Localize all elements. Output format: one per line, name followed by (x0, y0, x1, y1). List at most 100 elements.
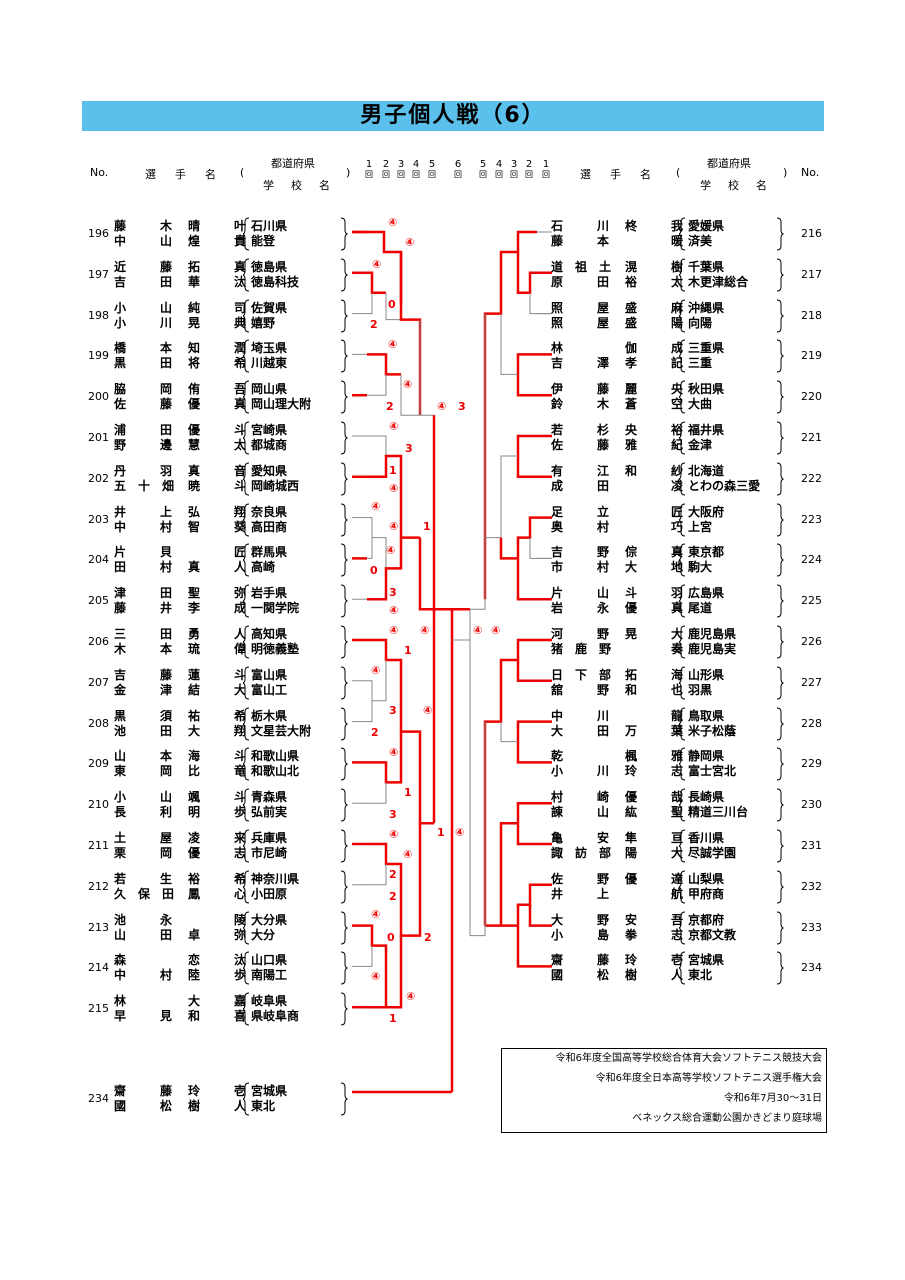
entry-number: 217 (801, 267, 822, 281)
entry-number: 202 (88, 471, 109, 485)
prefecture-school: 富山工 (251, 682, 288, 697)
parenthesis-bracket (679, 666, 785, 700)
prefecture-school: 精道三川台 (688, 805, 749, 820)
parenthesis-bracket (679, 788, 785, 822)
parenthesis-bracket (679, 217, 785, 251)
prefecture-school: 大阪府 (688, 504, 725, 519)
match-score: ④ (473, 624, 482, 637)
prefecture-school: 高田商 (251, 519, 288, 534)
entry-number: 228 (801, 716, 822, 730)
prefecture-school: 北海道 (688, 463, 725, 478)
match-score: 0 (388, 298, 396, 311)
prefecture-school: 大曲 (688, 397, 713, 412)
entry-number: 219 (801, 349, 822, 363)
parenthesis-bracket (679, 951, 785, 985)
match-score: ④ (389, 746, 398, 759)
match-score: ④ (388, 216, 397, 229)
prefecture-school: 宮城県 (251, 1084, 288, 1098)
entry-number: 212 (88, 879, 109, 893)
entry-number: 220 (801, 390, 822, 404)
parenthesis-bracket (243, 666, 349, 700)
prefecture-school: 宮城県 (688, 953, 725, 968)
prefecture-school: 宮崎県 (251, 423, 288, 437)
parenthesis-bracket (243, 707, 349, 741)
prefecture-school: 向陽 (688, 315, 713, 330)
parenthesis-bracket (243, 258, 349, 292)
prefecture-school: 富山県 (251, 667, 288, 682)
entry-number: 203 (88, 512, 109, 526)
entry-number: 214 (88, 961, 109, 975)
prefecture-school: 駒大 (688, 560, 713, 575)
match-score: ④ (403, 378, 412, 391)
match-score: 0 (370, 564, 378, 577)
prefecture-school: 三重 (688, 356, 713, 371)
header-paren-close-left: ) (346, 166, 351, 179)
parenthesis-bracket (243, 299, 349, 333)
match-score: 1 (404, 786, 412, 799)
prefecture-school: 岐阜県 (251, 994, 288, 1009)
entry-number: 199 (88, 349, 109, 363)
header-pref-left: 都道府県 (271, 157, 315, 170)
entry-number: 216 (801, 227, 822, 240)
bracket-line (516, 252, 552, 295)
parenthesis-bracket (679, 870, 785, 904)
bracket-line (367, 924, 388, 1009)
prefecture-school: 山口県 (251, 953, 288, 968)
entry-number: 208 (88, 716, 109, 730)
entry-number: 223 (801, 512, 822, 526)
bracket-line (529, 292, 552, 315)
bracket-line (367, 435, 387, 478)
match-score: 2 (371, 726, 379, 739)
bracket-line (386, 935, 403, 1009)
prefecture-school: 栃木県 (251, 708, 288, 723)
match-score: 2 (424, 931, 432, 944)
match-score: ④ (455, 826, 464, 839)
match-score: 1 (389, 464, 397, 477)
prefecture-school: 川越東 (251, 356, 288, 371)
parenthesis-bracket (243, 829, 349, 863)
match-score: ④ (423, 704, 432, 717)
header-paren-close-right: ) (783, 166, 788, 179)
match-score: ④ (389, 420, 398, 433)
prefecture-school: 小田原 (251, 886, 288, 901)
entry-number: 226 (801, 635, 822, 648)
parenthesis-bracket (679, 911, 785, 945)
bracket-line (516, 516, 552, 601)
prefecture-school: 奈良県 (251, 504, 288, 519)
match-score: 1 (423, 520, 431, 533)
match-score: ④ (491, 624, 500, 637)
bracket-line (367, 454, 420, 539)
prefecture-school: 県岐阜商 (251, 1009, 300, 1024)
prefecture-school: 神奈川県 (251, 871, 300, 886)
bracket-line (400, 374, 420, 416)
prefecture-school: 岡山県 (251, 382, 288, 397)
prefecture-school: 東北 (688, 968, 713, 983)
prefecture-school: 南陽工 (251, 968, 288, 983)
prefecture-school: 弘前実 (251, 805, 288, 820)
prefecture-school: 愛媛県 (688, 219, 725, 233)
parenthesis-bracket (243, 788, 349, 822)
match-score: 2 (386, 400, 394, 413)
prefecture-school: 能登 (251, 234, 276, 248)
header-school-right: 学 校 名 (700, 179, 770, 192)
bracket-line (516, 883, 552, 968)
parenthesis-bracket (243, 543, 349, 577)
prefecture-school: 大分 (251, 927, 276, 942)
